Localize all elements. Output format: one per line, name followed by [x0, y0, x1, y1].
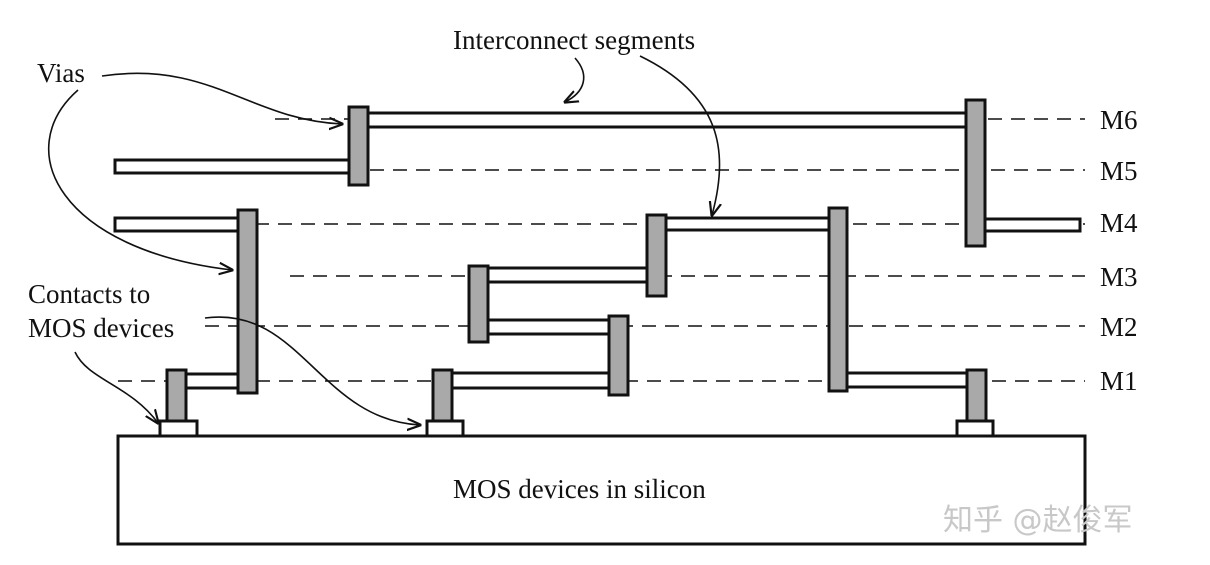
layer-guides	[118, 118, 1085, 382]
vias	[165, 98, 988, 423]
via-m4-m6	[964, 98, 987, 248]
arrow-interconnect-m6	[565, 57, 585, 102]
wire-m2	[486, 318, 611, 336]
wire-m1-right	[845, 371, 969, 389]
wire-m1-middle	[450, 371, 611, 390]
layer-label-m3: M3	[1100, 262, 1138, 292]
layer-label-m2: M2	[1100, 312, 1138, 342]
wire-m4-left	[113, 216, 240, 233]
via-m3-m4	[645, 213, 668, 298]
arrow-interconnect-m4	[639, 55, 720, 215]
arrow-vias-bottom	[47, 89, 232, 270]
contact-middle	[431, 368, 454, 423]
layer-label-m4: M4	[1100, 208, 1138, 238]
label-vias: Vias	[37, 58, 85, 88]
label-contacts-line2: MOS devices	[28, 313, 174, 343]
via-m1-m4-left	[236, 208, 259, 395]
silicon-substrate	[116, 434, 1087, 546]
wire-m6	[366, 111, 968, 129]
wire-m1-left	[184, 372, 240, 390]
layer-label-m1: M1	[1100, 366, 1138, 396]
wire-m4-middle	[664, 216, 831, 232]
interconnect-wires	[113, 111, 1082, 390]
via-m5-m6	[347, 105, 370, 187]
via-m1-m4-middle	[827, 206, 849, 393]
label-silicon: MOS devices in silicon	[453, 474, 706, 504]
contact-left	[165, 368, 188, 423]
wire-m5	[113, 158, 351, 175]
arrow-contacts-left	[74, 351, 158, 423]
callout-arrows	[47, 55, 720, 425]
watermark: 知乎 @赵俊军	[943, 503, 1133, 538]
contact-pad-left	[158, 419, 199, 438]
label-interconnect-segments: Interconnect segments	[453, 25, 695, 55]
via-m1-m2	[607, 314, 630, 397]
contact-pad-middle	[425, 419, 465, 438]
layer-label-m6: M6	[1100, 105, 1138, 135]
label-contacts-line1: Contacts to	[28, 279, 150, 309]
via-m2-m3	[467, 264, 490, 344]
wire-m4-right	[983, 217, 1082, 233]
layer-label-m5: M5	[1100, 156, 1138, 186]
contact-pad-right	[955, 419, 995, 438]
wire-m3	[486, 266, 649, 284]
arrow-vias-top	[101, 72, 342, 124]
arrow-contacts-middle	[204, 316, 420, 425]
contact-right	[965, 368, 988, 423]
